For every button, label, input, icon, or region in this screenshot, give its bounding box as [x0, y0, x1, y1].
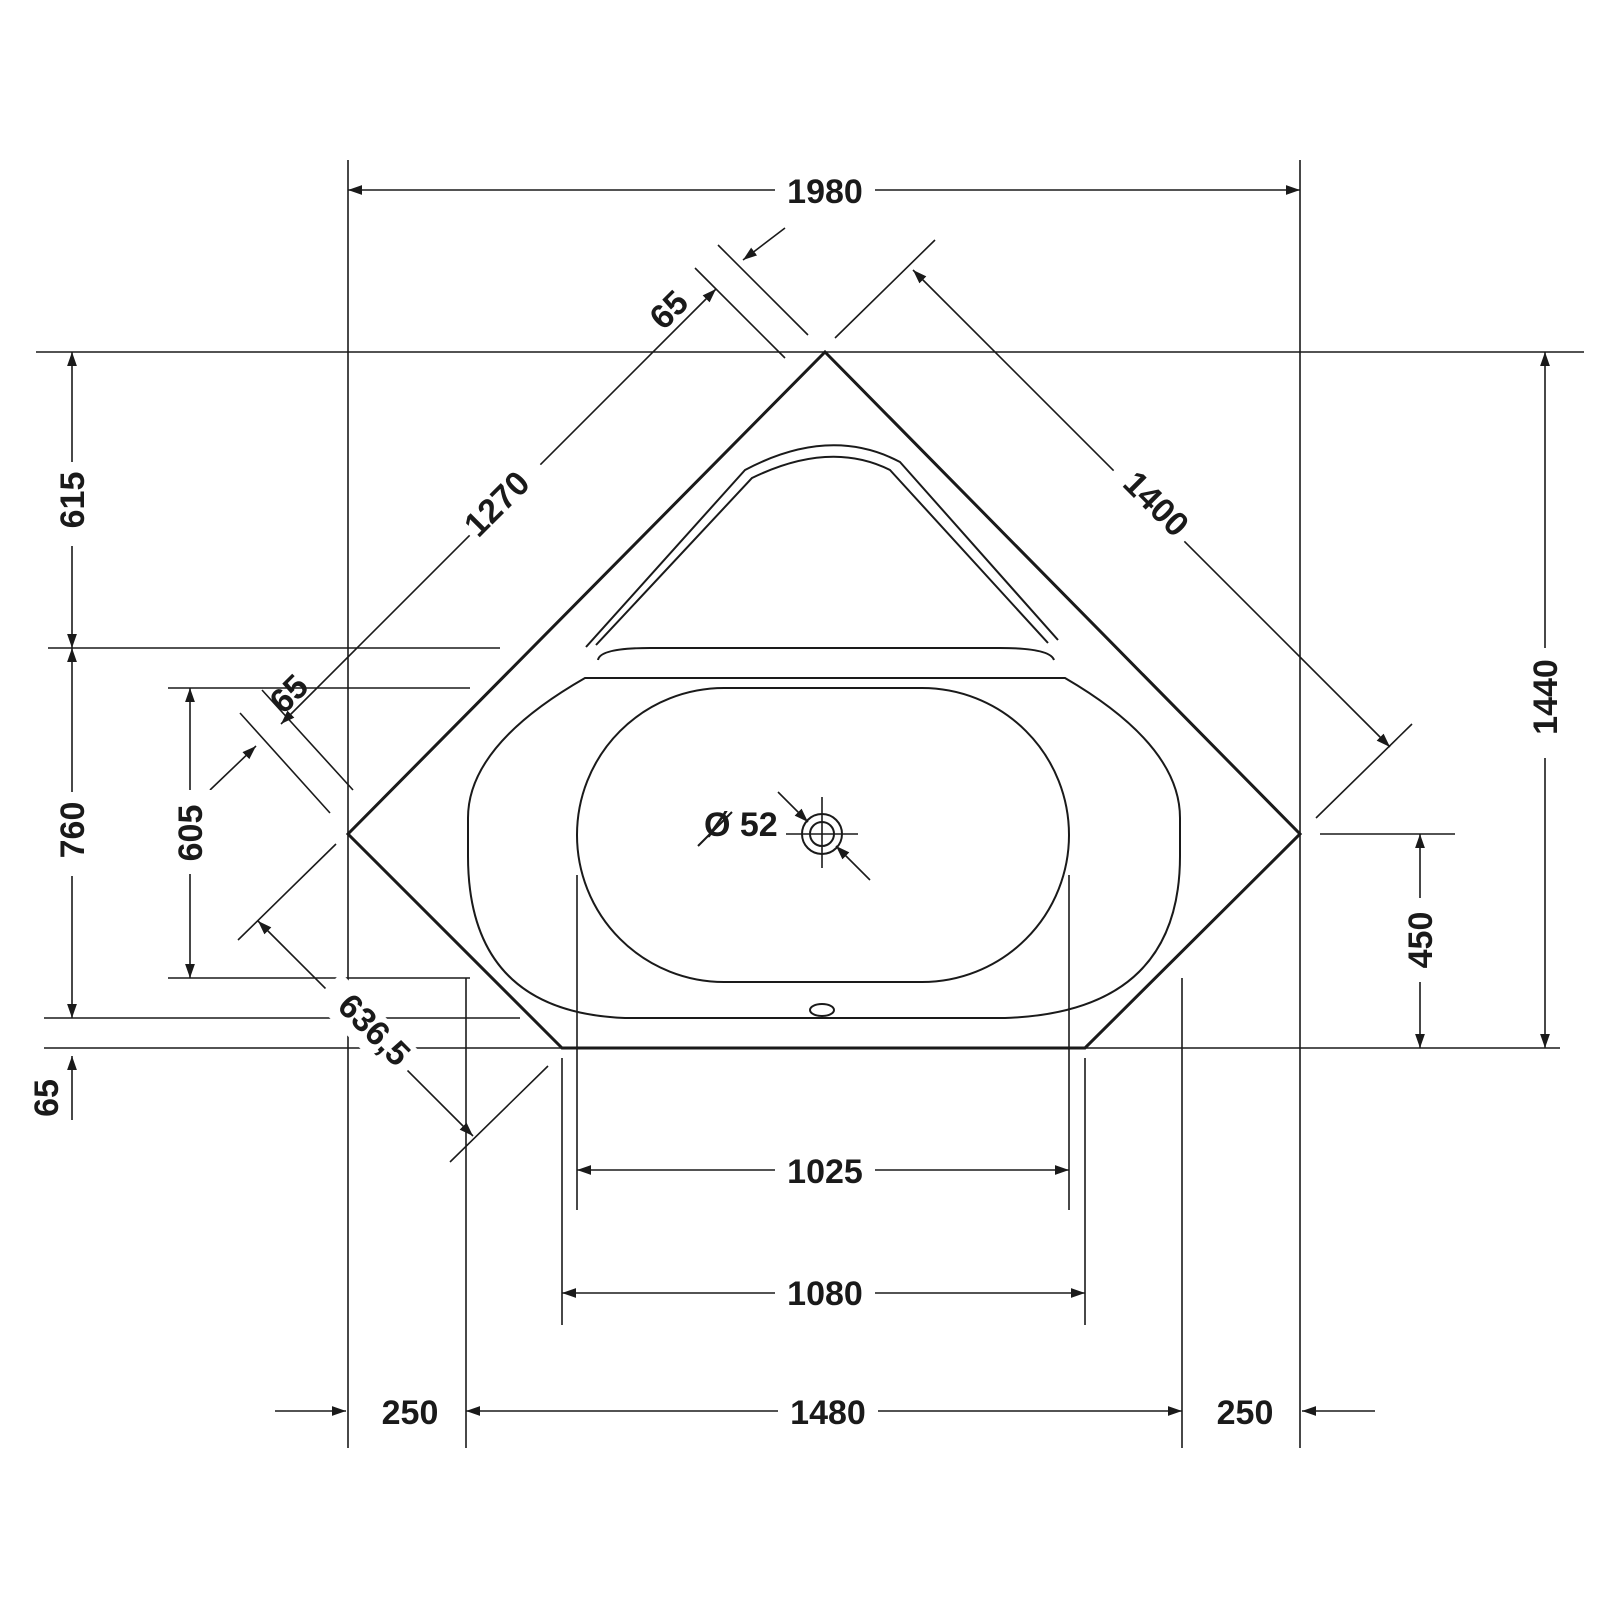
drain-diameter-label: Ø 52 — [704, 806, 778, 844]
tub-outline — [345, 349, 1303, 1050]
dim-rim-left: 65 — [262, 667, 316, 721]
dim-front-rim: 65 — [28, 1079, 66, 1117]
overflow-hole — [809, 1003, 835, 1017]
tub-seat-back — [585, 444, 1059, 648]
dim-depth-front-lower: 760 — [54, 802, 92, 859]
dim-rim-top: 65 — [642, 283, 696, 337]
dim-overall-width: 1980 — [787, 173, 863, 211]
diameter-slash — [697, 811, 733, 847]
tub-basin-outer — [467, 677, 1181, 1019]
dim-front-width: 1080 — [787, 1275, 863, 1313]
dimension-labels: 1980 615 760 65 605 1440 450 1025 1080 1… — [28, 168, 1566, 1434]
dim-inner-depth: 605 — [172, 805, 210, 862]
tub-seat-edge — [597, 647, 1055, 661]
dim-side-offset-right: 250 — [1217, 1394, 1274, 1432]
dim-depth-back-upper: 615 — [54, 472, 92, 529]
tub-seat-back-inner — [595, 455, 1049, 646]
tub-basin-inner — [576, 687, 1070, 983]
dim-side-offset-left: 250 — [382, 1394, 439, 1432]
dimension-lines — [67, 185, 1550, 1416]
drain: Ø 52 — [697, 791, 871, 881]
dim-mid-width: 1480 — [790, 1394, 866, 1432]
dim-overall-depth: 1440 — [1527, 659, 1565, 735]
dim-front-offset-right: 450 — [1402, 912, 1440, 969]
extension-lines — [36, 160, 1584, 1448]
dim-inner-width: 1025 — [787, 1153, 863, 1191]
